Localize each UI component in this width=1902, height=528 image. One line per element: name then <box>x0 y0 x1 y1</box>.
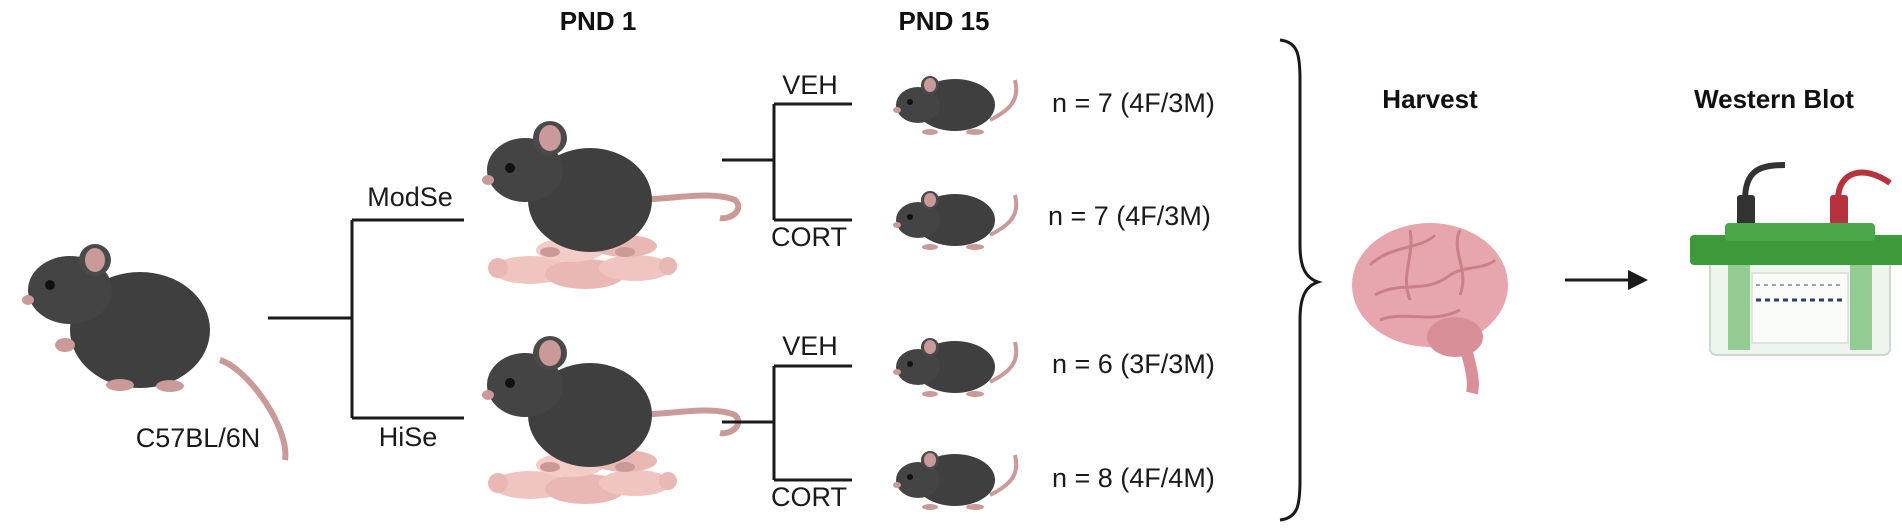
group-size-label: n = 7 (4F/3M) <box>1052 88 1215 118</box>
diet-label-hise: HiSe <box>379 422 438 452</box>
brain-icon <box>1352 223 1508 395</box>
group-size-label: n = 6 (3F/3M) <box>1052 349 1215 379</box>
juvenile-mouse-icon <box>891 189 1019 252</box>
treatment-label: CORT <box>771 222 847 252</box>
arrow-right-icon <box>1565 270 1648 290</box>
juvenile-mouse-icon <box>891 449 1019 512</box>
diet-label-modse: ModSe <box>367 182 453 212</box>
treatment-label: VEH <box>782 70 838 100</box>
header-western-blot: Western Blot <box>1694 84 1854 114</box>
juvenile-mouse-icon <box>891 74 1019 137</box>
diet-branch-lines <box>268 218 464 420</box>
group-size-label: n = 7 (4F/3M) <box>1048 201 1211 231</box>
western-blot-apparatus-icon <box>1690 162 1902 356</box>
treatment-branch-lines <box>722 102 852 482</box>
dam-with-pups-icon <box>482 121 738 289</box>
strain-label: C57BL/6N <box>136 423 261 453</box>
dam-with-pups-icon <box>482 336 738 504</box>
treatment-label: VEH <box>782 331 838 361</box>
header-harvest: Harvest <box>1382 84 1478 114</box>
header-pnd15: PND 15 <box>898 6 989 36</box>
grouping-brace <box>1279 38 1323 522</box>
juvenile-mouse-icon <box>891 336 1019 399</box>
treatment-label: CORT <box>771 482 847 512</box>
header-pnd1: PND 1 <box>560 6 637 36</box>
group-size-label: n = 8 (4F/4M) <box>1052 463 1215 493</box>
